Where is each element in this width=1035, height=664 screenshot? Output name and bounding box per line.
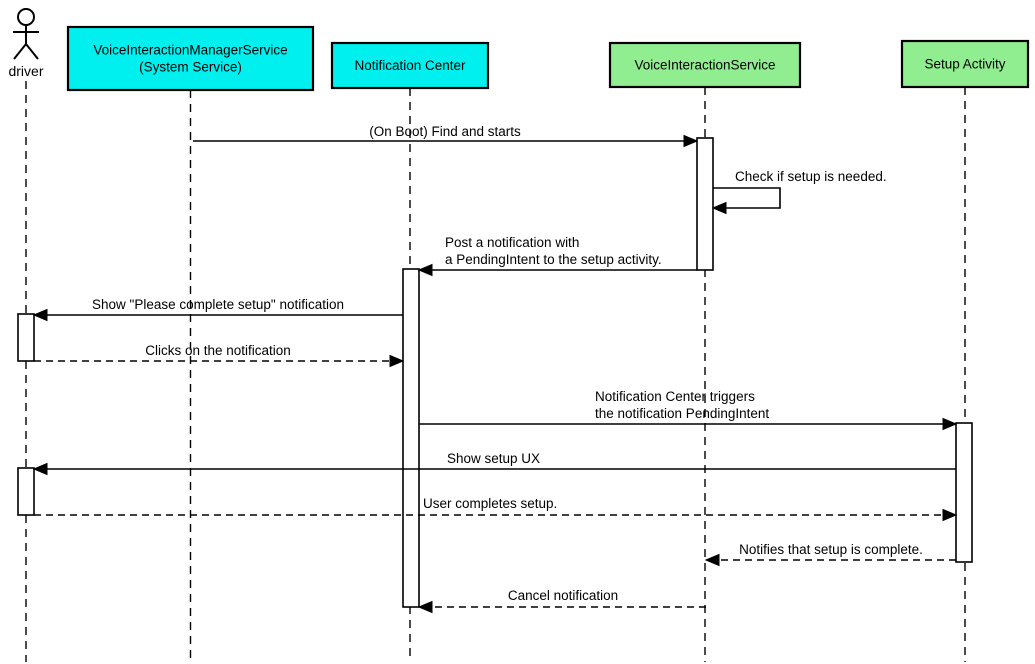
participant-label: VoiceInteractionService [634,58,775,73]
message-label: Clicks on the notification [145,343,291,358]
activation-bar-driver [17,313,35,362]
message-label: User completes setup. [423,496,557,511]
message-notification-center-triggers-pendingintent: Notification Center triggers the notifica… [419,389,958,431]
actor-leg-icon [13,43,27,60]
participant-box [900,39,1030,89]
arrowhead-icon [711,201,727,215]
message-notifies-that-setup-is-complete: Notifies that setup is complete. [704,542,956,567]
actor-leg-icon [25,43,39,60]
message-check-if-setup-is-needed: Check if setup is needed. [711,169,887,215]
message-post-a-notification-with-pendingintent: Post a notification with a PendingIntent … [417,235,697,277]
activation-bar-voice-interaction-service [696,137,714,271]
message-label: Post a notification with [445,235,579,250]
participant-voice-interaction-service: VoiceInteractionService [608,41,802,89]
activation-bar-notification-center [402,268,420,608]
participant-notification-center: Notification Center [330,41,490,90]
self-message-line [713,187,781,209]
message-label: a PendingIntent to the setup activity. [445,252,662,267]
arrowhead-icon [942,508,958,522]
message-clicks-on-the-notification: Clicks on the notification [34,343,405,368]
actor-driver [13,8,39,60]
activation-bar-setup-activity [955,422,973,563]
actor-label: driver [8,63,43,79]
message-label: Show "Please complete setup" notificatio… [92,297,344,312]
arrowhead-icon [942,417,958,431]
participant-voice-interaction-manager-service: VoiceInteractionManagerService (System Se… [66,25,315,92]
message-show-please-complete-setup-notification: Show "Please complete setup" notificatio… [32,297,403,322]
message-label: Show setup UX [447,451,540,466]
participant-setup-activity: Setup Activity [900,39,1030,89]
arrowhead-icon [704,553,720,567]
message-label: (On Boot) Find and starts [369,124,521,139]
message-user-completes-setup: User completes setup. [34,496,958,522]
arrowhead-icon [417,263,433,277]
activation-bar-driver [17,467,35,516]
participant-label: Setup Activity [924,57,1005,72]
arrowhead-icon [32,462,48,476]
participant-label: Notification Center [354,58,466,73]
message-label: Cancel notification [508,588,618,603]
participant-box [608,41,802,89]
message-label: the notification PendingIntent [595,406,769,421]
message-show-setup-ux: Show setup UX [32,451,956,476]
arrowhead-icon [417,600,433,614]
message-cancel-notification: Cancel notification [417,588,706,614]
message-on-boot-find-and-starts: (On Boot) Find and starts [193,124,699,148]
participant-label: VoiceInteractionManagerService [93,43,287,58]
message-label: Notification Center triggers [595,389,755,404]
participant-box [330,41,490,90]
message-label: Notifies that setup is complete. [739,542,923,557]
participant-label: (System Service) [139,60,242,75]
message-label: Check if setup is needed. [735,169,887,184]
arrowhead-icon [683,134,699,148]
arrowhead-icon [389,354,405,368]
arrowhead-icon [32,308,48,322]
participant-box [66,25,315,92]
